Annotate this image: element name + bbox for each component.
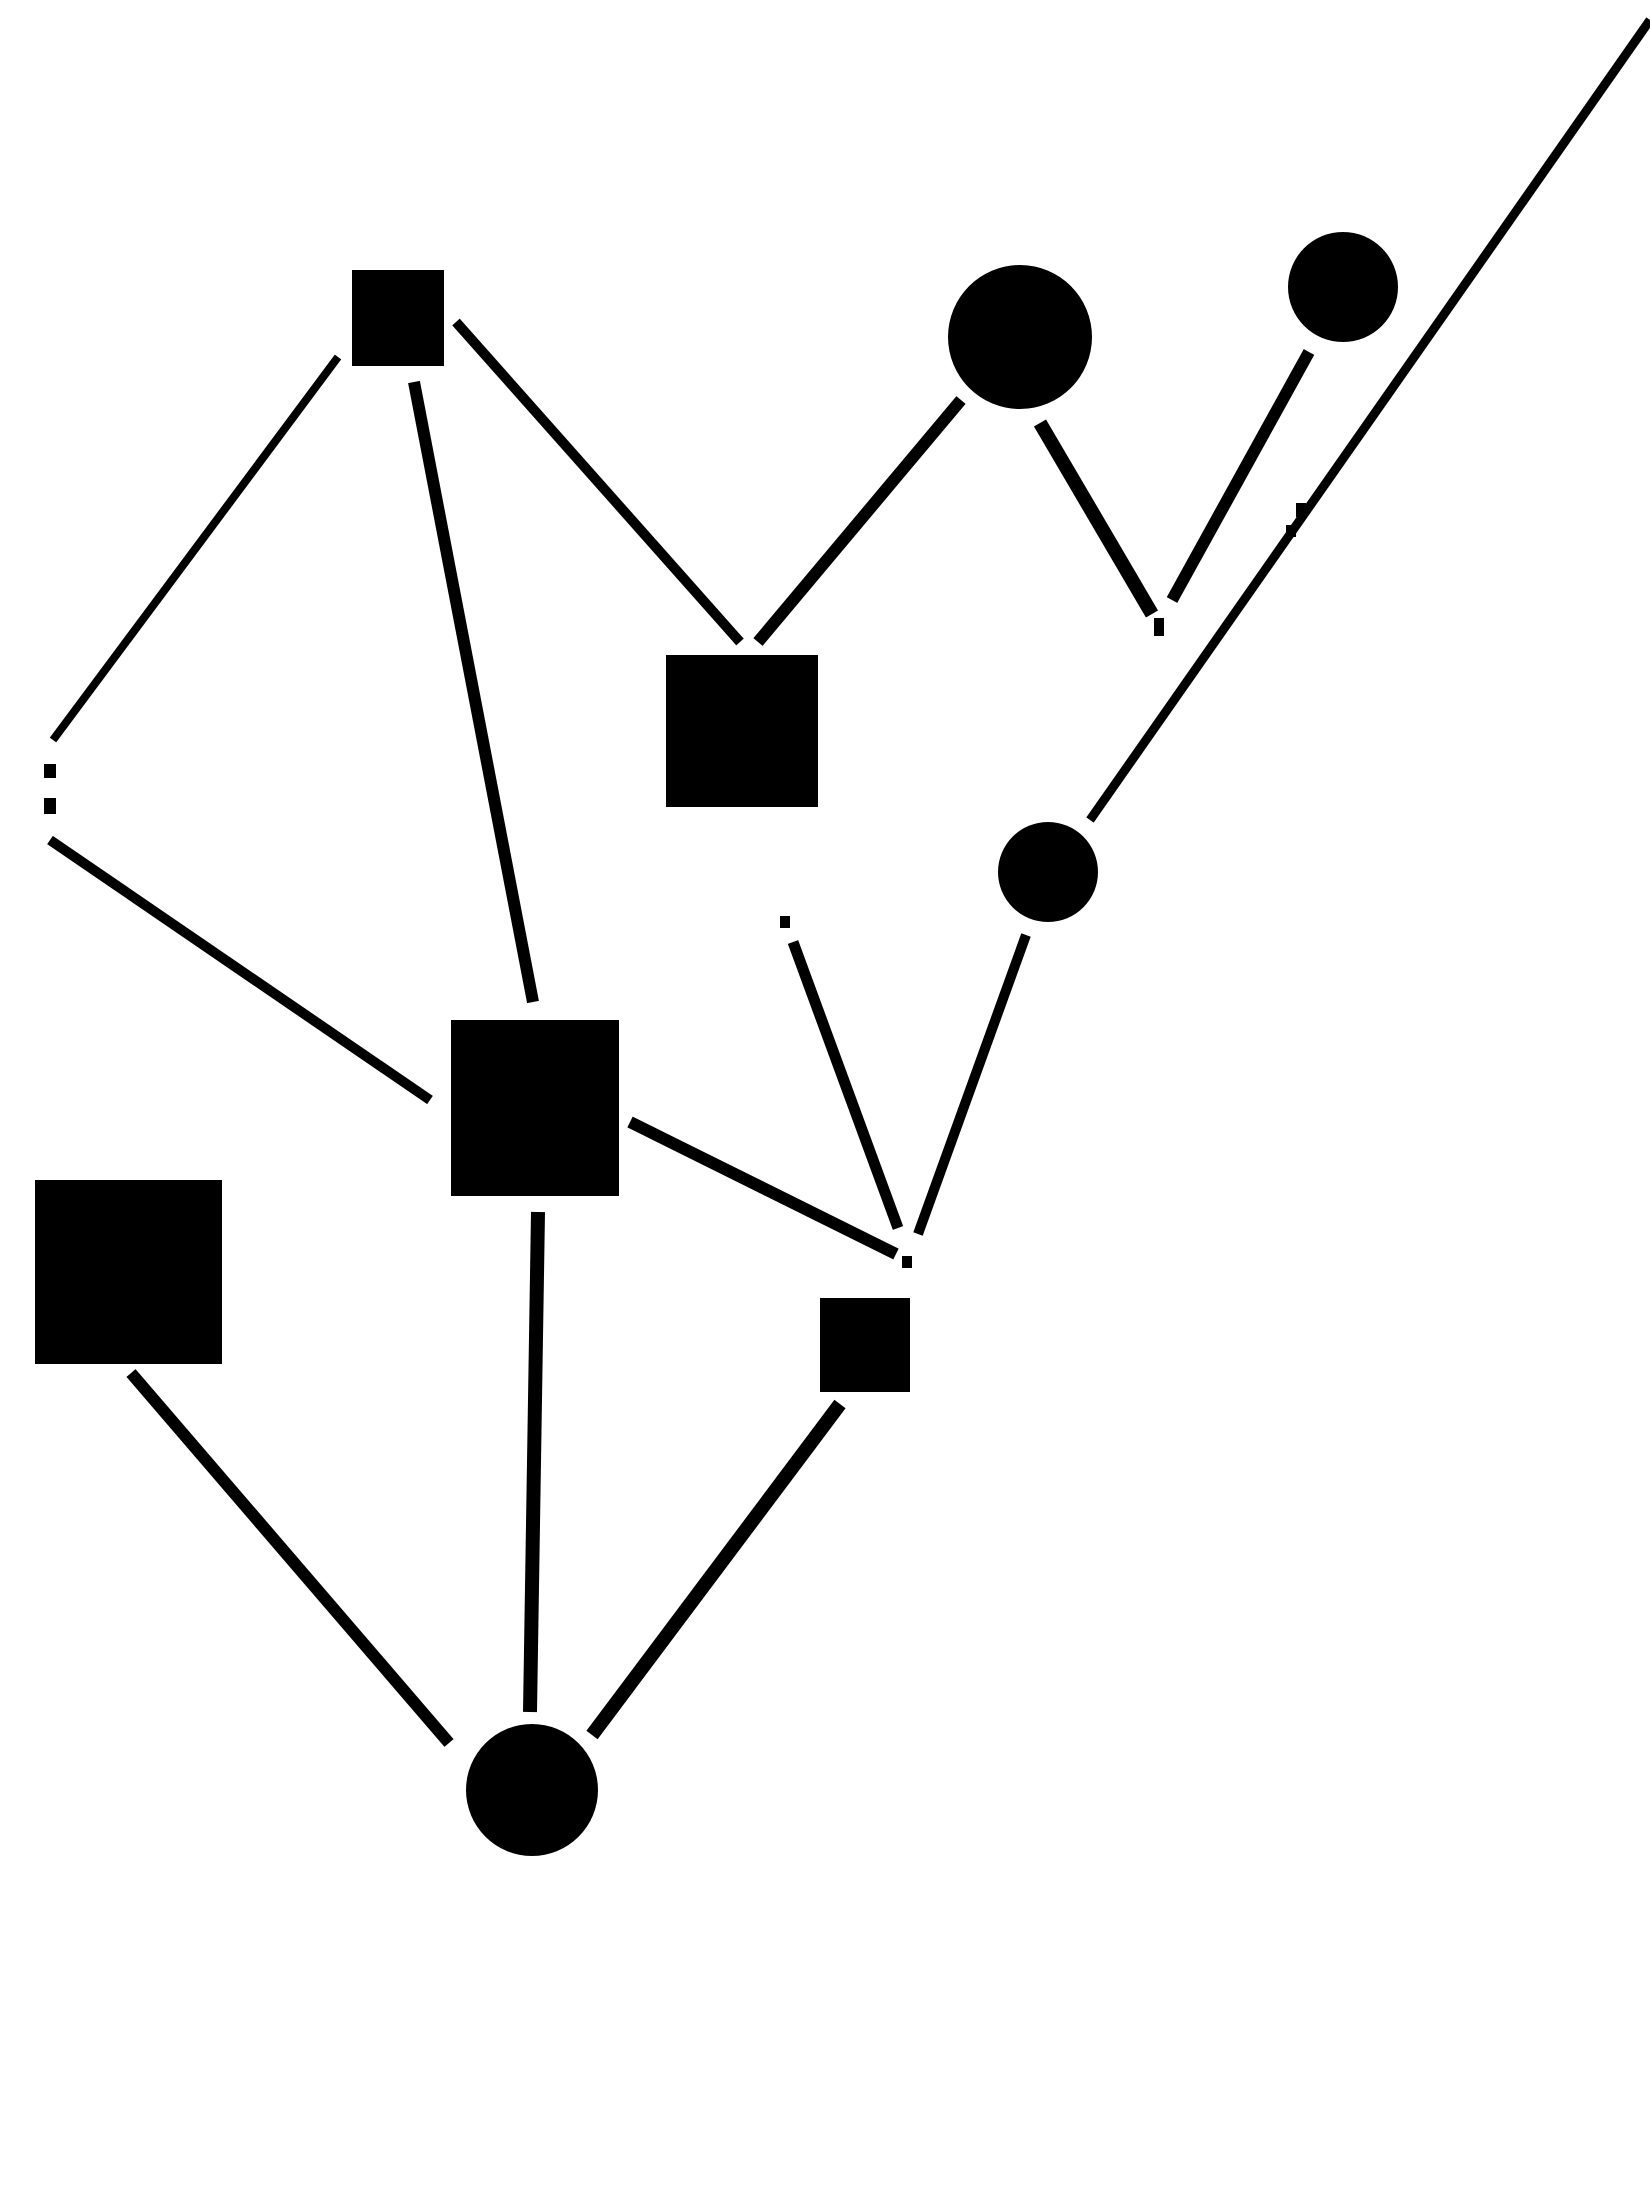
- junction-left-tick-lower: [44, 798, 56, 814]
- edges-layer: [44, 17, 1650, 1747]
- edge-junction-mid-to-junction-upper-mid: [787, 940, 904, 1230]
- node-circle-n3: [1288, 232, 1398, 342]
- node-square-n8: [820, 1298, 910, 1392]
- edge-junction-left-to-n6: [47, 835, 433, 1105]
- edge-n5-to-corner: [1086, 17, 1650, 823]
- node-square-n7: [35, 1180, 222, 1364]
- node-circle-n9: [466, 1724, 598, 1856]
- edge-n1-to-n4: [452, 318, 744, 646]
- edge-n1-to-junction-left: [49, 354, 342, 743]
- node-square-n4: [666, 655, 818, 807]
- junction-left-tick-upper: [44, 764, 56, 778]
- corner-tick-lower: [1286, 525, 1296, 537]
- node-circle-n2: [948, 265, 1092, 409]
- edge-n1-to-n6: [408, 380, 539, 1004]
- edge-n6-to-n9: [523, 1211, 545, 1713]
- node-circle-n5: [998, 822, 1098, 922]
- junction-top-tick: [1154, 618, 1164, 636]
- edge-n6-to-junction-mid: [627, 1116, 899, 1260]
- edge-junction-top-to-n3: [1166, 349, 1315, 603]
- node-square-n6: [451, 1020, 619, 1196]
- edge-junction-mid-to-n5: [913, 933, 1031, 1236]
- edge-n7-to-n9: [126, 1369, 454, 1747]
- corner-tick-upper: [1296, 503, 1306, 517]
- edge-n8-to-n9: [586, 1399, 846, 1740]
- junction-upper-mid-tick: [780, 916, 790, 928]
- nodes-layer: [35, 232, 1398, 1856]
- node-square-n1: [352, 270, 444, 366]
- junction-mid-tick: [902, 1256, 912, 1268]
- edge-n2-to-junction-top: [1033, 419, 1159, 618]
- edge-n4-to-n2: [753, 396, 966, 646]
